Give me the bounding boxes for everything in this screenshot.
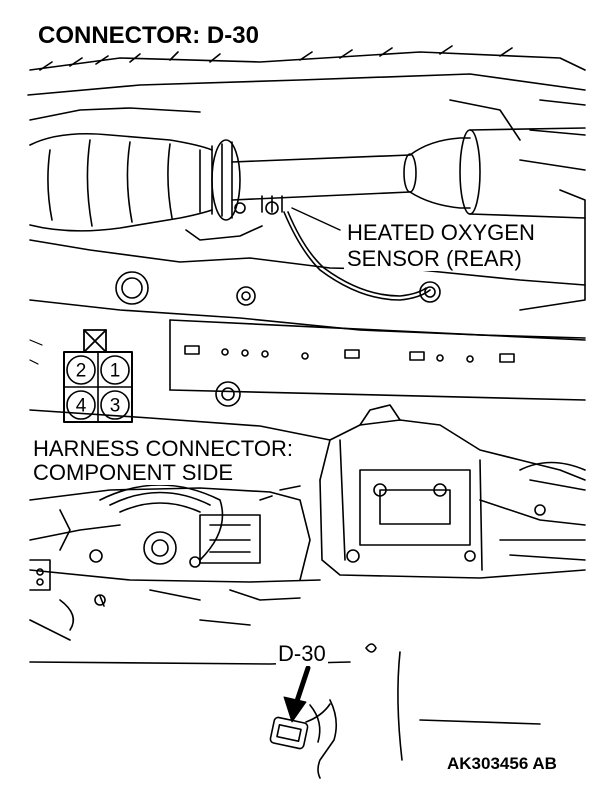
pin-label-bottom-right: 3 bbox=[110, 396, 121, 417]
pin-label-top-right: 1 bbox=[110, 361, 121, 382]
harness-label-line-2: COMPONENT SIDE bbox=[30, 461, 237, 485]
exhaust-system bbox=[29, 127, 586, 241]
harness-label-line-1: HARNESS CONNECTOR: bbox=[30, 437, 296, 461]
diagram-title: CONNECTOR: D-30 bbox=[34, 22, 263, 50]
location-arrow bbox=[283, 665, 311, 723]
connector-face-diagram: 2 1 4 3 bbox=[29, 329, 133, 423]
pin-label-top-left: 2 bbox=[76, 361, 87, 382]
figure-code: AK303456 AB bbox=[444, 754, 560, 773]
lower-body-structures bbox=[29, 484, 321, 641]
pin-label-bottom-left: 4 bbox=[76, 396, 87, 417]
sensor-wire bbox=[283, 207, 441, 303]
underbody-panel-upper bbox=[27, 45, 586, 311]
sensor-callout-line-1: HEATED OXYGEN bbox=[344, 221, 538, 245]
connector-location-area bbox=[29, 643, 541, 779]
rear-bracket-assembly bbox=[319, 404, 586, 579]
sensor-callout-line-2: SENSOR (REAR) bbox=[344, 247, 525, 271]
connector-location-label: D-30 bbox=[276, 641, 328, 666]
frame-member-middle bbox=[29, 239, 586, 441]
